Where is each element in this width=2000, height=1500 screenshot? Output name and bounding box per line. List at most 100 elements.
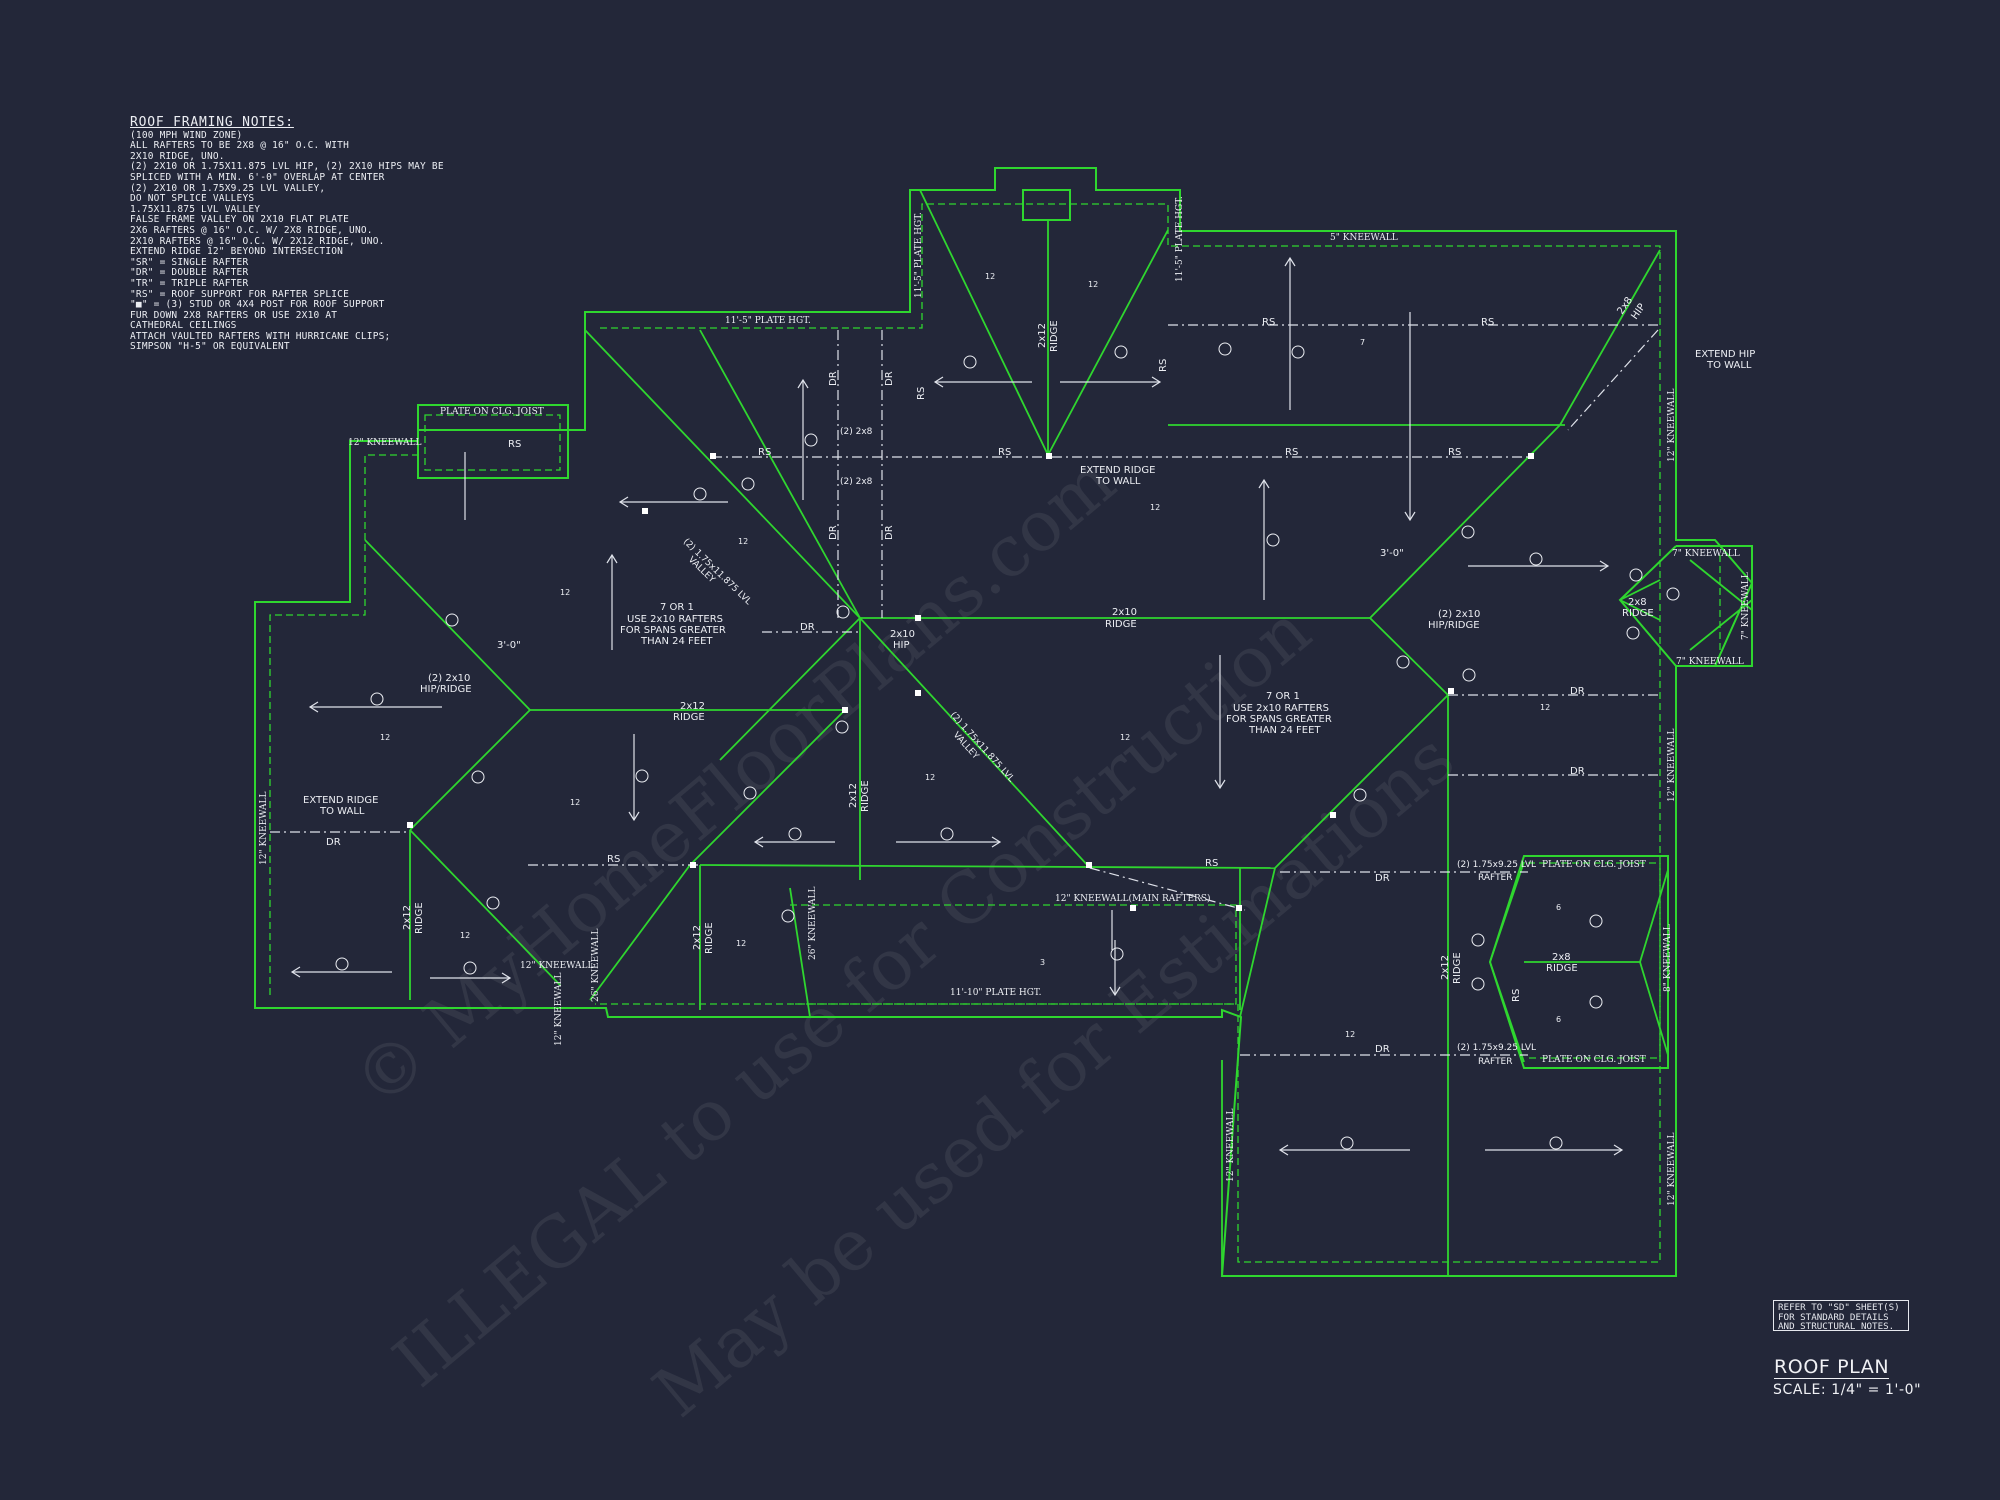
label-extend-hip-2: TO WALL bbox=[1706, 360, 1752, 371]
rafter-lines bbox=[270, 324, 1660, 1056]
label-extend-ridge-top-2: TO WALL bbox=[1095, 476, 1141, 487]
label-ridge-vert-mid: RIDGE bbox=[860, 780, 871, 812]
note-line: "■" = (3) STUD OR 4x4 POST FOR ROOF SUPP… bbox=[130, 299, 385, 311]
callout-circles bbox=[335, 342, 1680, 1150]
roof-framing-notes: ROOF FRAMING NOTES: (100 MPH WIND ZONE) … bbox=[130, 116, 450, 353]
label-ridge-lower: RIDGE bbox=[1546, 963, 1578, 974]
label-kneewall-bay-vert: 7" KNEEWALL bbox=[1741, 572, 1751, 640]
note-line: 2x6 RAFTERS @ 16" O.C. W/ 2x8 RIDGE, UNO… bbox=[130, 224, 373, 236]
label-2x10-center: 2x10 bbox=[1112, 607, 1137, 618]
right-bay bbox=[1488, 545, 1753, 1069]
label-ridge-vert-lower: RIDGE bbox=[1452, 952, 1463, 984]
label-extend-ridge-top-1: EXTEND RIDGE bbox=[1080, 465, 1155, 476]
span-arrows bbox=[290, 256, 1624, 1156]
label-kneewall-right-1: 12" KNEEWALL bbox=[1667, 389, 1677, 462]
plan-labels: PLATE ON CLG. JOIST 12" KNEEWALL 11'-5" … bbox=[259, 196, 1755, 1206]
plate-box bbox=[417, 404, 569, 479]
label-rs-1: RS bbox=[508, 439, 521, 450]
note-line: "RS" = ROOF SUPPORT FOR RAFTER SPLICE bbox=[130, 288, 350, 300]
label-2x12-vert-bottom: 2x12 bbox=[692, 925, 703, 950]
label-kneewall-bay-bottom: 7" KNEEWALL bbox=[1676, 657, 1744, 667]
label-double-2x8-b: (2) 2x8 bbox=[840, 477, 873, 487]
reference-line: AND STRUCTURAL NOTES. bbox=[1778, 1321, 1895, 1333]
label-lvl925-lower: (2) 1.75x9.25 LVL bbox=[1457, 1043, 1536, 1053]
label-kneewall-main: 12" KNEEWALL(MAIN RAFTERS) bbox=[1055, 893, 1211, 904]
label-hip-ridge-right: HIP/RIDGE bbox=[1428, 620, 1480, 631]
label-ridge-left: RIDGE bbox=[673, 712, 705, 723]
label-rafter-lower: RAFTER bbox=[1478, 1057, 1513, 1067]
plan-title: ROOF PLAN bbox=[1774, 1356, 1890, 1379]
label-2x12-vert-lower: 2x12 bbox=[1440, 955, 1451, 980]
pitch-p: 6 bbox=[1556, 1015, 1561, 1024]
pitch-e: 12 bbox=[1088, 280, 1098, 289]
pitch-q: 3 bbox=[1040, 958, 1045, 967]
pitch-i: 12 bbox=[570, 798, 580, 807]
label-rs-6: RS bbox=[1262, 317, 1275, 328]
kneewall-dashes bbox=[269, 203, 1721, 1263]
note-line: SIMPSON "H-5" OR EQUIVALENT bbox=[130, 341, 290, 353]
label-ridge-center: RIDGE bbox=[1105, 619, 1137, 630]
pitch-d: 12 bbox=[985, 272, 995, 281]
label-plate-115-vert-left: 11'-5" PLATE HGT. bbox=[914, 212, 924, 298]
note-line: "TR" = TRIPLE RAFTER bbox=[130, 277, 249, 289]
label-plate-clg-lower: PLATE ON CLG. JOIST bbox=[1542, 1055, 1646, 1065]
label-extend-hip-1: EXTEND HIP bbox=[1695, 349, 1755, 360]
label-rafter-upper: RAFTER bbox=[1478, 873, 1513, 883]
label-use-right-b: FOR SPANS GREATER bbox=[1226, 714, 1332, 725]
label-plate-clg-joist-top: PLATE ON CLG. JOIST bbox=[440, 407, 544, 417]
label-kneewall-26-b: 26" KNEEWALL bbox=[808, 887, 818, 960]
note-line: (2) 2x10 OR 1.75x11.875 LVL HIP, (2) 2x1… bbox=[130, 161, 444, 173]
label-lvl-valley-lower: (2) 1.75x11.875 LVL bbox=[948, 710, 1016, 784]
label-lvl925-upper: (2) 1.75x9.25 LVL bbox=[1457, 860, 1536, 870]
label-dr-2: DR bbox=[326, 837, 341, 848]
reference-line: REFER TO "SD" SHEET(S) bbox=[1778, 1302, 1900, 1313]
pitch-o: 6 bbox=[1556, 903, 1561, 912]
label-rs-5: RS bbox=[1448, 447, 1461, 458]
watermark-line-1: © MyHomeFloorPlans.com bbox=[338, 440, 1130, 1123]
note-line: ALL RAFTERS TO BE 2x8 @ 16" O.C. WITH bbox=[130, 140, 350, 152]
pitch-h: 12 bbox=[925, 773, 935, 782]
label-kneewall-left-vert: 12" KNEEWALL bbox=[259, 792, 269, 865]
label-double-2x10-left: (2) 2x10 bbox=[428, 673, 470, 684]
label-2x12-top: 2x12 bbox=[1037, 323, 1048, 348]
label-plate-115-vert-right: 11'-5" PLATE HGT. bbox=[1175, 196, 1185, 282]
label-kneewall-bay-top: 7" KNEEWALL bbox=[1672, 549, 1740, 559]
pitch-m: 12 bbox=[1345, 1030, 1355, 1039]
label-rs-7: RS bbox=[1481, 317, 1494, 328]
label-2x8-lower: 2x8 bbox=[1552, 952, 1571, 963]
pitch-n: 7 bbox=[1360, 338, 1365, 347]
roof-framing-lines bbox=[364, 189, 1753, 1276]
label-or-right: 7 OR 1 bbox=[1266, 691, 1300, 702]
label-use-left-c: THAN 24 FEET bbox=[640, 636, 713, 647]
label-plate-1110: 11'-10" PLATE HGT. bbox=[950, 988, 1042, 998]
label-dr-9: DR bbox=[828, 525, 839, 540]
pitch-j: 12 bbox=[460, 931, 470, 940]
label-dr-1: DR bbox=[800, 622, 815, 633]
label-plate-clg-upper: PLATE ON CLG. JOIST bbox=[1542, 860, 1646, 870]
note-line: FUR DOWN 2x8 RAFTERS OR USE 2x10 AT bbox=[130, 309, 338, 321]
note-line: 1.75x11.875 LVL VALLEY bbox=[130, 203, 261, 215]
label-2x12-left: 2x12 bbox=[680, 701, 705, 712]
label-ridge-vert-bottom: RIDGE bbox=[704, 922, 715, 954]
label-rs-10: RS bbox=[916, 387, 927, 400]
label-dr-3: DR bbox=[1570, 686, 1585, 697]
note-line: ATTACH VAULTED RAFTERS WITH HURRICANE CL… bbox=[130, 330, 391, 342]
label-extend-ridge-left-1: EXTEND RIDGE bbox=[303, 795, 378, 806]
note-line: FALSE FRAME VALLEY ON 2x10 FLAT PLATE bbox=[130, 214, 350, 226]
label-dim-left: 3'-0" bbox=[497, 640, 521, 651]
label-use-left-b: FOR SPANS GREATER bbox=[620, 625, 726, 636]
label-plate-115-main: 11'-5" PLATE HGT. bbox=[725, 316, 811, 326]
label-rs-2: RS bbox=[758, 447, 771, 458]
label-kneewall-8: 8" KNEEWALL bbox=[1663, 924, 1673, 992]
label-2x12-vert-mid: 2x12 bbox=[848, 783, 859, 808]
reference-line: FOR STANDARD DETAILS bbox=[1778, 1311, 1889, 1323]
label-rs-8: RS bbox=[607, 854, 620, 865]
label-kneewall-26-a: 26" KNEEWALL bbox=[591, 929, 601, 1002]
label-extend-ridge-left-2: TO WALL bbox=[319, 806, 365, 817]
label-use-right-c: THAN 24 FEET bbox=[1248, 725, 1321, 736]
pitch-l: 12 bbox=[1540, 703, 1550, 712]
note-line: "DR" = DOUBLE RAFTER bbox=[130, 267, 249, 279]
label-2x12-vert-left: 2x12 bbox=[402, 905, 413, 930]
label-double-2x10-right: (2) 2x10 bbox=[1438, 609, 1480, 620]
pitch-g: 12 bbox=[1120, 733, 1130, 742]
